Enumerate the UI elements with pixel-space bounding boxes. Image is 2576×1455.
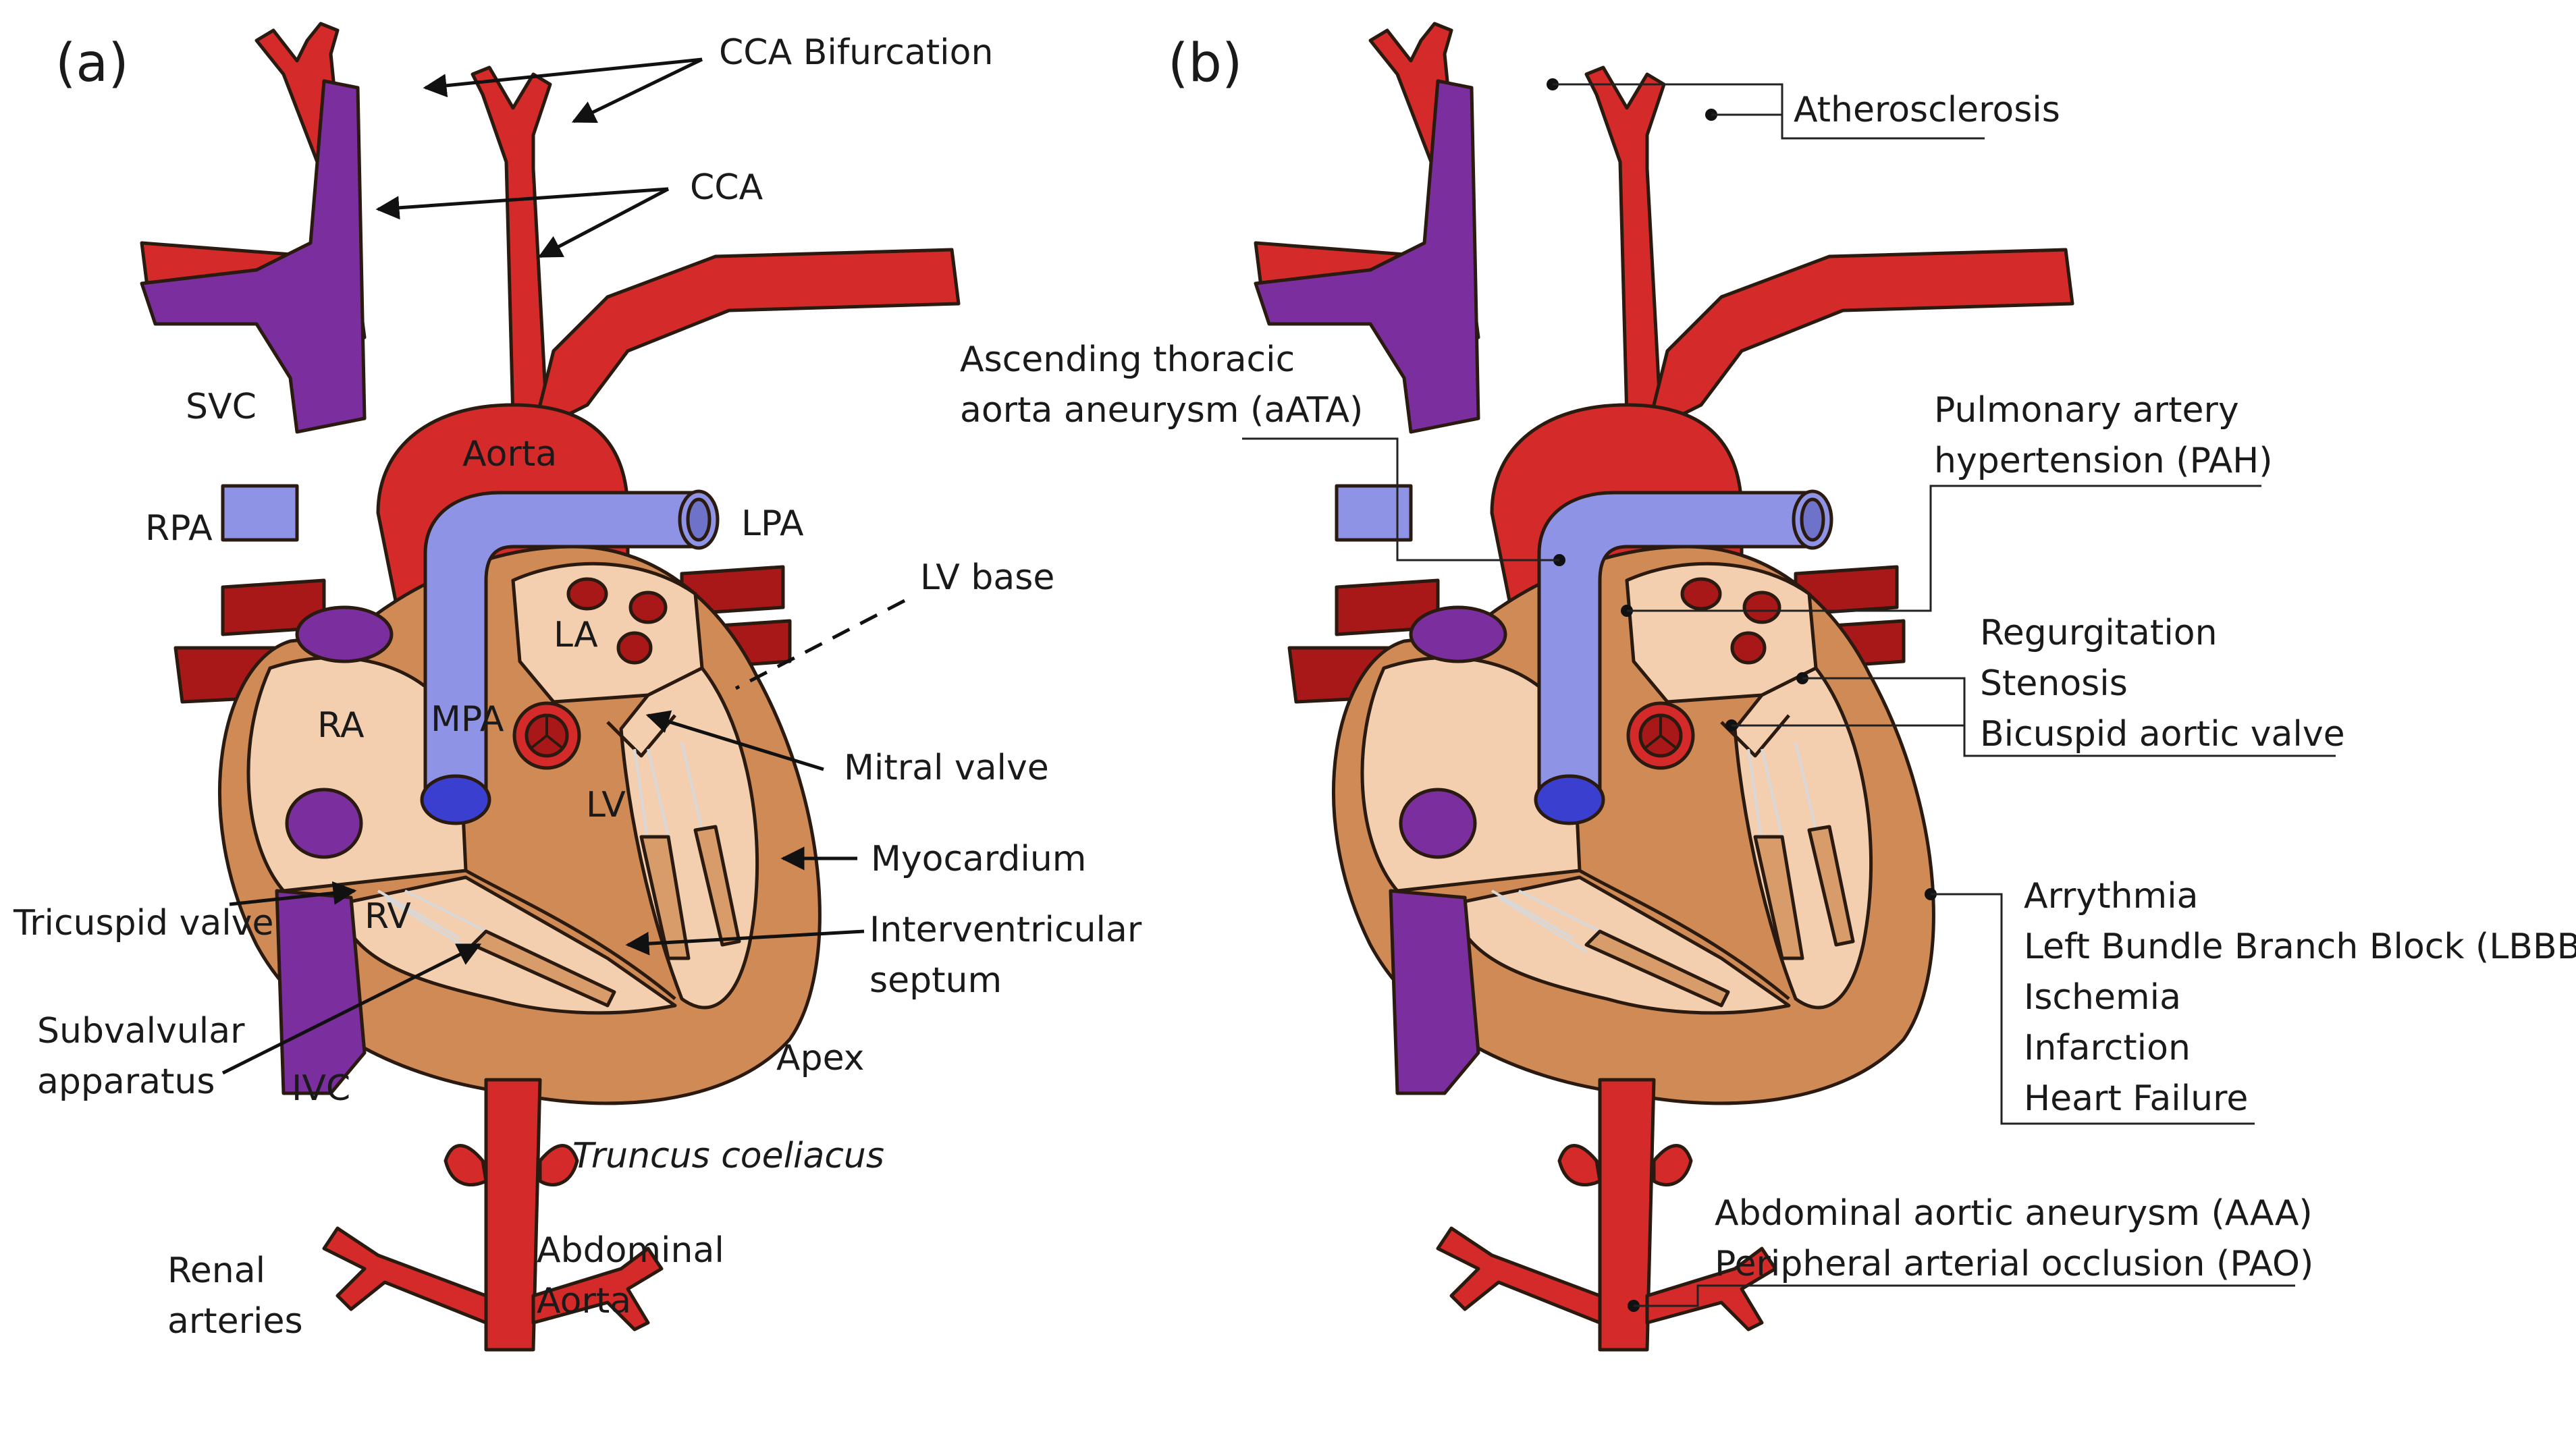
label-ivc: IVC (292, 1068, 350, 1109)
label-infarction: Infarction (2024, 1028, 2191, 1068)
label-apex: Apex (776, 1038, 864, 1078)
label-ra: RA (317, 705, 365, 746)
label-renal-1: Renal (167, 1251, 265, 1291)
label-subvalvular-1: Subvalvular (37, 1011, 245, 1051)
label-pao: Peripheral arterial occlusion (PAO) (1715, 1244, 2313, 1284)
label-pah-2: hypertension (PAH) (1934, 441, 2273, 481)
label-pah-1: Pulmonary artery (1934, 390, 2239, 431)
label-tricuspid-valve: Tricuspid valve (13, 903, 273, 943)
label-svc: SVC (186, 387, 257, 427)
label-cca-bifurcation: CCA Bifurcation (719, 32, 993, 73)
panel-label-a: (a) (55, 33, 129, 94)
label-renal-2: arteries (167, 1301, 303, 1342)
label-abdominal-2: Aorta (537, 1281, 631, 1321)
label-rpa: RPA (145, 508, 213, 549)
panel-label-b: (b) (1168, 33, 1242, 94)
label-interventricular-1: Interventricular (869, 910, 1142, 950)
label-cca: CCA (690, 167, 763, 208)
label-stenosis: Stenosis (1980, 663, 2128, 704)
label-lv-base: LV base (920, 557, 1054, 598)
label-lpa: LPA (741, 503, 804, 544)
label-mpa: MPA (431, 699, 504, 740)
label-lbbb: Left Bundle Branch Block (LBBB) (2024, 927, 2576, 967)
label-aaa: Abdominal aortic aneurysm (AAA) (1715, 1193, 2313, 1234)
label-subvalvular-2: apparatus (37, 1062, 215, 1102)
label-myocardium: Myocardium (871, 839, 1086, 879)
label-aata-2: aorta aneurysm (aATA) (960, 390, 1363, 431)
label-la: LA (554, 615, 598, 655)
leader-lines-b (1242, 78, 2336, 1312)
label-bicuspid: Bicuspid aortic valve (1980, 714, 2345, 754)
label-lv: LV (586, 785, 626, 825)
label-rv: RV (365, 896, 411, 937)
label-atherosclerosis: Atherosclerosis (1794, 90, 2060, 130)
leader-lines-a (221, 57, 906, 1075)
label-abdominal-1: Abdominal (537, 1230, 724, 1271)
label-aorta: Aorta (462, 434, 557, 474)
label-aata-1: Ascending thoracic (960, 339, 1295, 380)
label-regurgitation: Regurgitation (1980, 613, 2218, 653)
label-interventricular-2: septum (869, 960, 1002, 1001)
label-mitral-valve: Mitral valve (844, 748, 1049, 788)
label-arrythmia: Arrythmia (2024, 876, 2199, 916)
label-truncus-coeliacus: Truncus coeliacus (572, 1136, 884, 1176)
heart-illustration-b (1256, 24, 2072, 1350)
label-ischemia: Ischemia (2024, 977, 2181, 1018)
label-heart-failure: Heart Failure (2024, 1078, 2248, 1119)
